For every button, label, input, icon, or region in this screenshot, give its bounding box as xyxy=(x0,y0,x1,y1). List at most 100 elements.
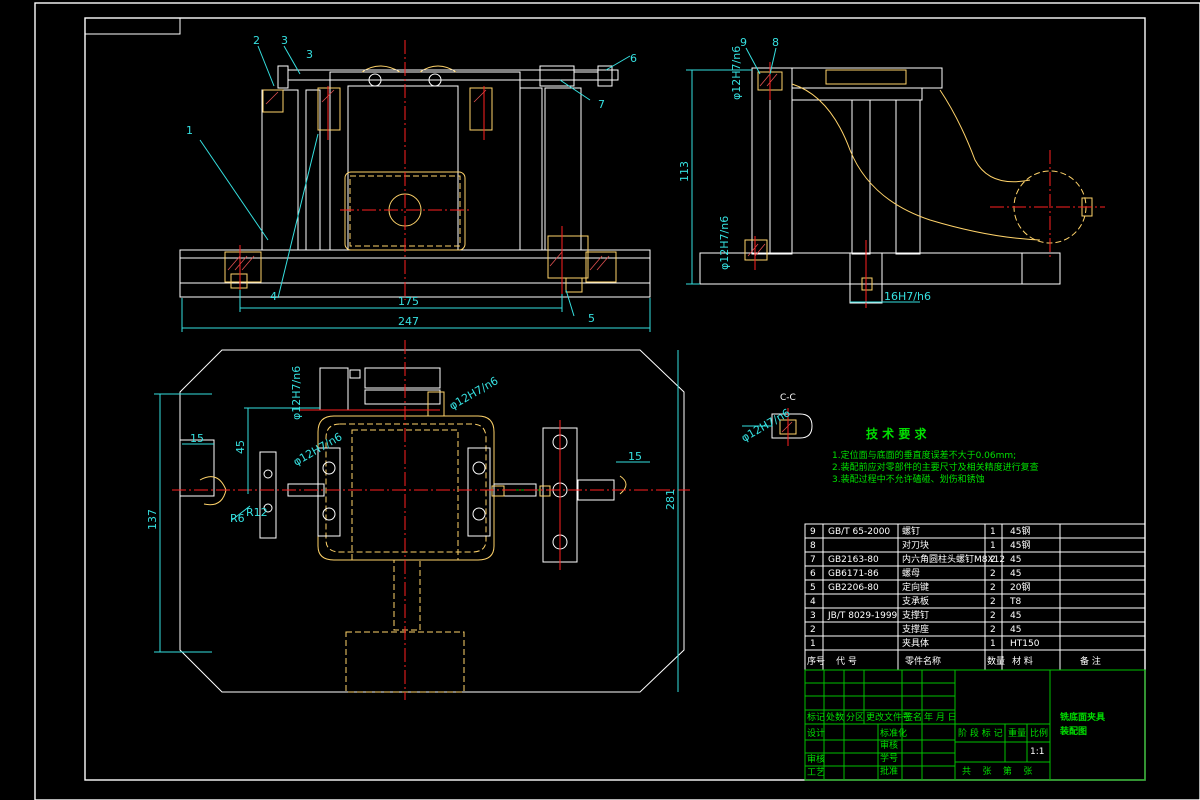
bom-material: 45 xyxy=(1010,611,1021,621)
callout-8: 8 xyxy=(772,36,779,49)
section-c-c: C-C φ12H7/n6 xyxy=(739,393,813,446)
tb-label-check: 审核 xyxy=(880,739,898,751)
dim-fit-12f: φ12H7/n6 xyxy=(739,406,792,444)
dim-fit-12a: φ12H7/n6 xyxy=(730,46,743,100)
dim-247: 247 xyxy=(398,315,419,328)
tb-label-student: 学号 xyxy=(880,752,898,764)
bom-header-no: 序号 xyxy=(807,655,825,667)
bom-qty: 2 xyxy=(990,555,996,565)
tb-label-review: 审核 xyxy=(807,753,825,765)
bom-name: 螺钉 xyxy=(902,526,920,537)
bom-material: T8 xyxy=(1009,597,1021,607)
side-view: 113 16H7/h6 φ12H7/n6 φ12H7/n6 9 8 xyxy=(678,36,1105,308)
callout-1: 1 xyxy=(186,124,193,137)
tech-line-2: 2.装配前应对零部件的主要尺寸及相关精度进行复查 xyxy=(832,461,1039,473)
bom-name: 螺母 xyxy=(902,568,920,579)
dim-15-right: 15 xyxy=(628,450,642,463)
bom-material: 45 xyxy=(1010,569,1021,579)
dim-small-3: 3 xyxy=(306,48,313,61)
tb-scale-label: 比例 xyxy=(1030,727,1048,739)
bom-material: 45 xyxy=(1010,555,1021,565)
tb-label-sign: 签名 xyxy=(904,711,922,723)
section-label: C-C xyxy=(780,393,796,403)
tb-label-mark: 标记 xyxy=(807,711,825,723)
title-block: 标记 处数 分区 更改文件号 签名 年 月 日 设计 审核 工艺 标准化 审核 … xyxy=(804,669,1146,781)
tb-stage-label: 阶 段 标 记 xyxy=(958,727,1003,739)
technical-requirements: 技 术 要 求 1.定位面与底面的垂直度误差不大于0.06mm; 2.装配前应对… xyxy=(832,426,1039,485)
bom-qty: 2 xyxy=(990,625,996,635)
tb-label-approve: 批准 xyxy=(880,765,898,777)
drawing-title-1: 铣底面夹具 xyxy=(1060,711,1105,723)
dim-175: 175 xyxy=(398,295,419,308)
dim-r12: R12 xyxy=(246,506,268,519)
bom-name: 支承板 xyxy=(902,595,929,607)
drawing-title-2: 装配图 xyxy=(1059,725,1087,737)
dim-fit-12e: φ12H7/n6 xyxy=(447,374,500,412)
corner-box xyxy=(85,18,181,35)
bom-no: 9 xyxy=(810,527,816,537)
bom-header-material: 材 料 xyxy=(1012,655,1033,667)
tb-scale-value: 1:1 xyxy=(1030,747,1044,757)
tb-label-change: 更改文件号 xyxy=(866,711,911,723)
bom-code: GB6171-86 xyxy=(828,569,879,579)
dim-45: 45 xyxy=(234,440,247,454)
tb-label-date: 年 月 日 xyxy=(924,711,957,723)
bom-qty: 2 xyxy=(990,611,996,621)
dim-r6: R6 xyxy=(230,512,245,525)
callout-2: 2 xyxy=(253,34,260,47)
bom-material: 45钢 xyxy=(1010,539,1030,551)
bom-header-code: 代 号 xyxy=(836,656,857,667)
tb-label-zone: 分区 xyxy=(846,712,864,723)
bom-name: 内六角圆柱头螺钉M8X12 xyxy=(902,553,1005,565)
bom-material: 45 xyxy=(1010,625,1021,635)
bom-no: 8 xyxy=(810,541,816,551)
callout-7: 7 xyxy=(598,98,605,111)
bom-name: 对刀块 xyxy=(902,539,929,551)
tb-label-process: 工艺 xyxy=(807,767,825,778)
bom-header-qty: 数量 xyxy=(987,655,1005,667)
bom-name: 定向键 xyxy=(902,581,929,593)
dim-fit-12d: φ12H7/n6 xyxy=(290,366,303,420)
bom-qty: 2 xyxy=(990,597,996,607)
callout-6: 6 xyxy=(630,52,637,65)
dim-113: 113 xyxy=(678,161,691,182)
front-view: 175 247 3 1 2 3 4 5 6 7 xyxy=(179,34,651,332)
bom-no: 2 xyxy=(810,625,816,635)
bom-qty: 1 xyxy=(990,527,996,537)
tech-heading: 技 术 要 求 xyxy=(866,426,928,441)
bom-no: 6 xyxy=(810,569,816,579)
bom-no: 7 xyxy=(810,555,816,565)
bom-name: 支撑钉 xyxy=(902,609,929,621)
tb-label-standard: 标准化 xyxy=(880,727,907,739)
bom-no: 1 xyxy=(810,639,816,649)
bom-qty: 2 xyxy=(990,583,996,593)
dim-fit-12b: φ12H7/n6 xyxy=(718,216,731,270)
bom-code: GB/T 65-2000 xyxy=(828,527,890,537)
bom-code: JB/T 8029-1999 xyxy=(827,611,898,621)
bom-no: 4 xyxy=(810,597,816,607)
callout-5: 5 xyxy=(588,312,595,325)
tb-label-count: 处数 xyxy=(826,711,844,723)
dim-281: 281 xyxy=(664,489,677,510)
bom-no: 5 xyxy=(810,583,816,593)
dim-15-left: 15 xyxy=(190,432,204,445)
bom-header-note: 备 注 xyxy=(1080,655,1101,667)
callout-3: 3 xyxy=(281,34,288,47)
callout-9: 9 xyxy=(740,36,747,49)
bom-qty: 1 xyxy=(990,541,996,551)
top-view: 137 281 15 15 45 R12 R6 φ12H7/n6 φ12H7/n… xyxy=(146,340,690,700)
dim-fit-16: 16H7/h6 xyxy=(884,290,931,303)
tb-sheet-count: 共 张 第 张 xyxy=(962,765,1032,777)
callout-4: 4 xyxy=(270,290,277,303)
tb-weight-label: 重量 xyxy=(1008,727,1026,739)
bom-material: 20钢 xyxy=(1010,581,1030,593)
bom-material: 45钢 xyxy=(1010,525,1030,537)
bom-header-name: 零件名称 xyxy=(905,655,941,667)
tb-label-design: 设计 xyxy=(807,727,825,739)
outer-border xyxy=(34,2,1200,800)
bom-material: HT150 xyxy=(1010,639,1040,649)
bom-name: 支撑座 xyxy=(902,623,929,635)
inner-border xyxy=(84,17,1146,781)
